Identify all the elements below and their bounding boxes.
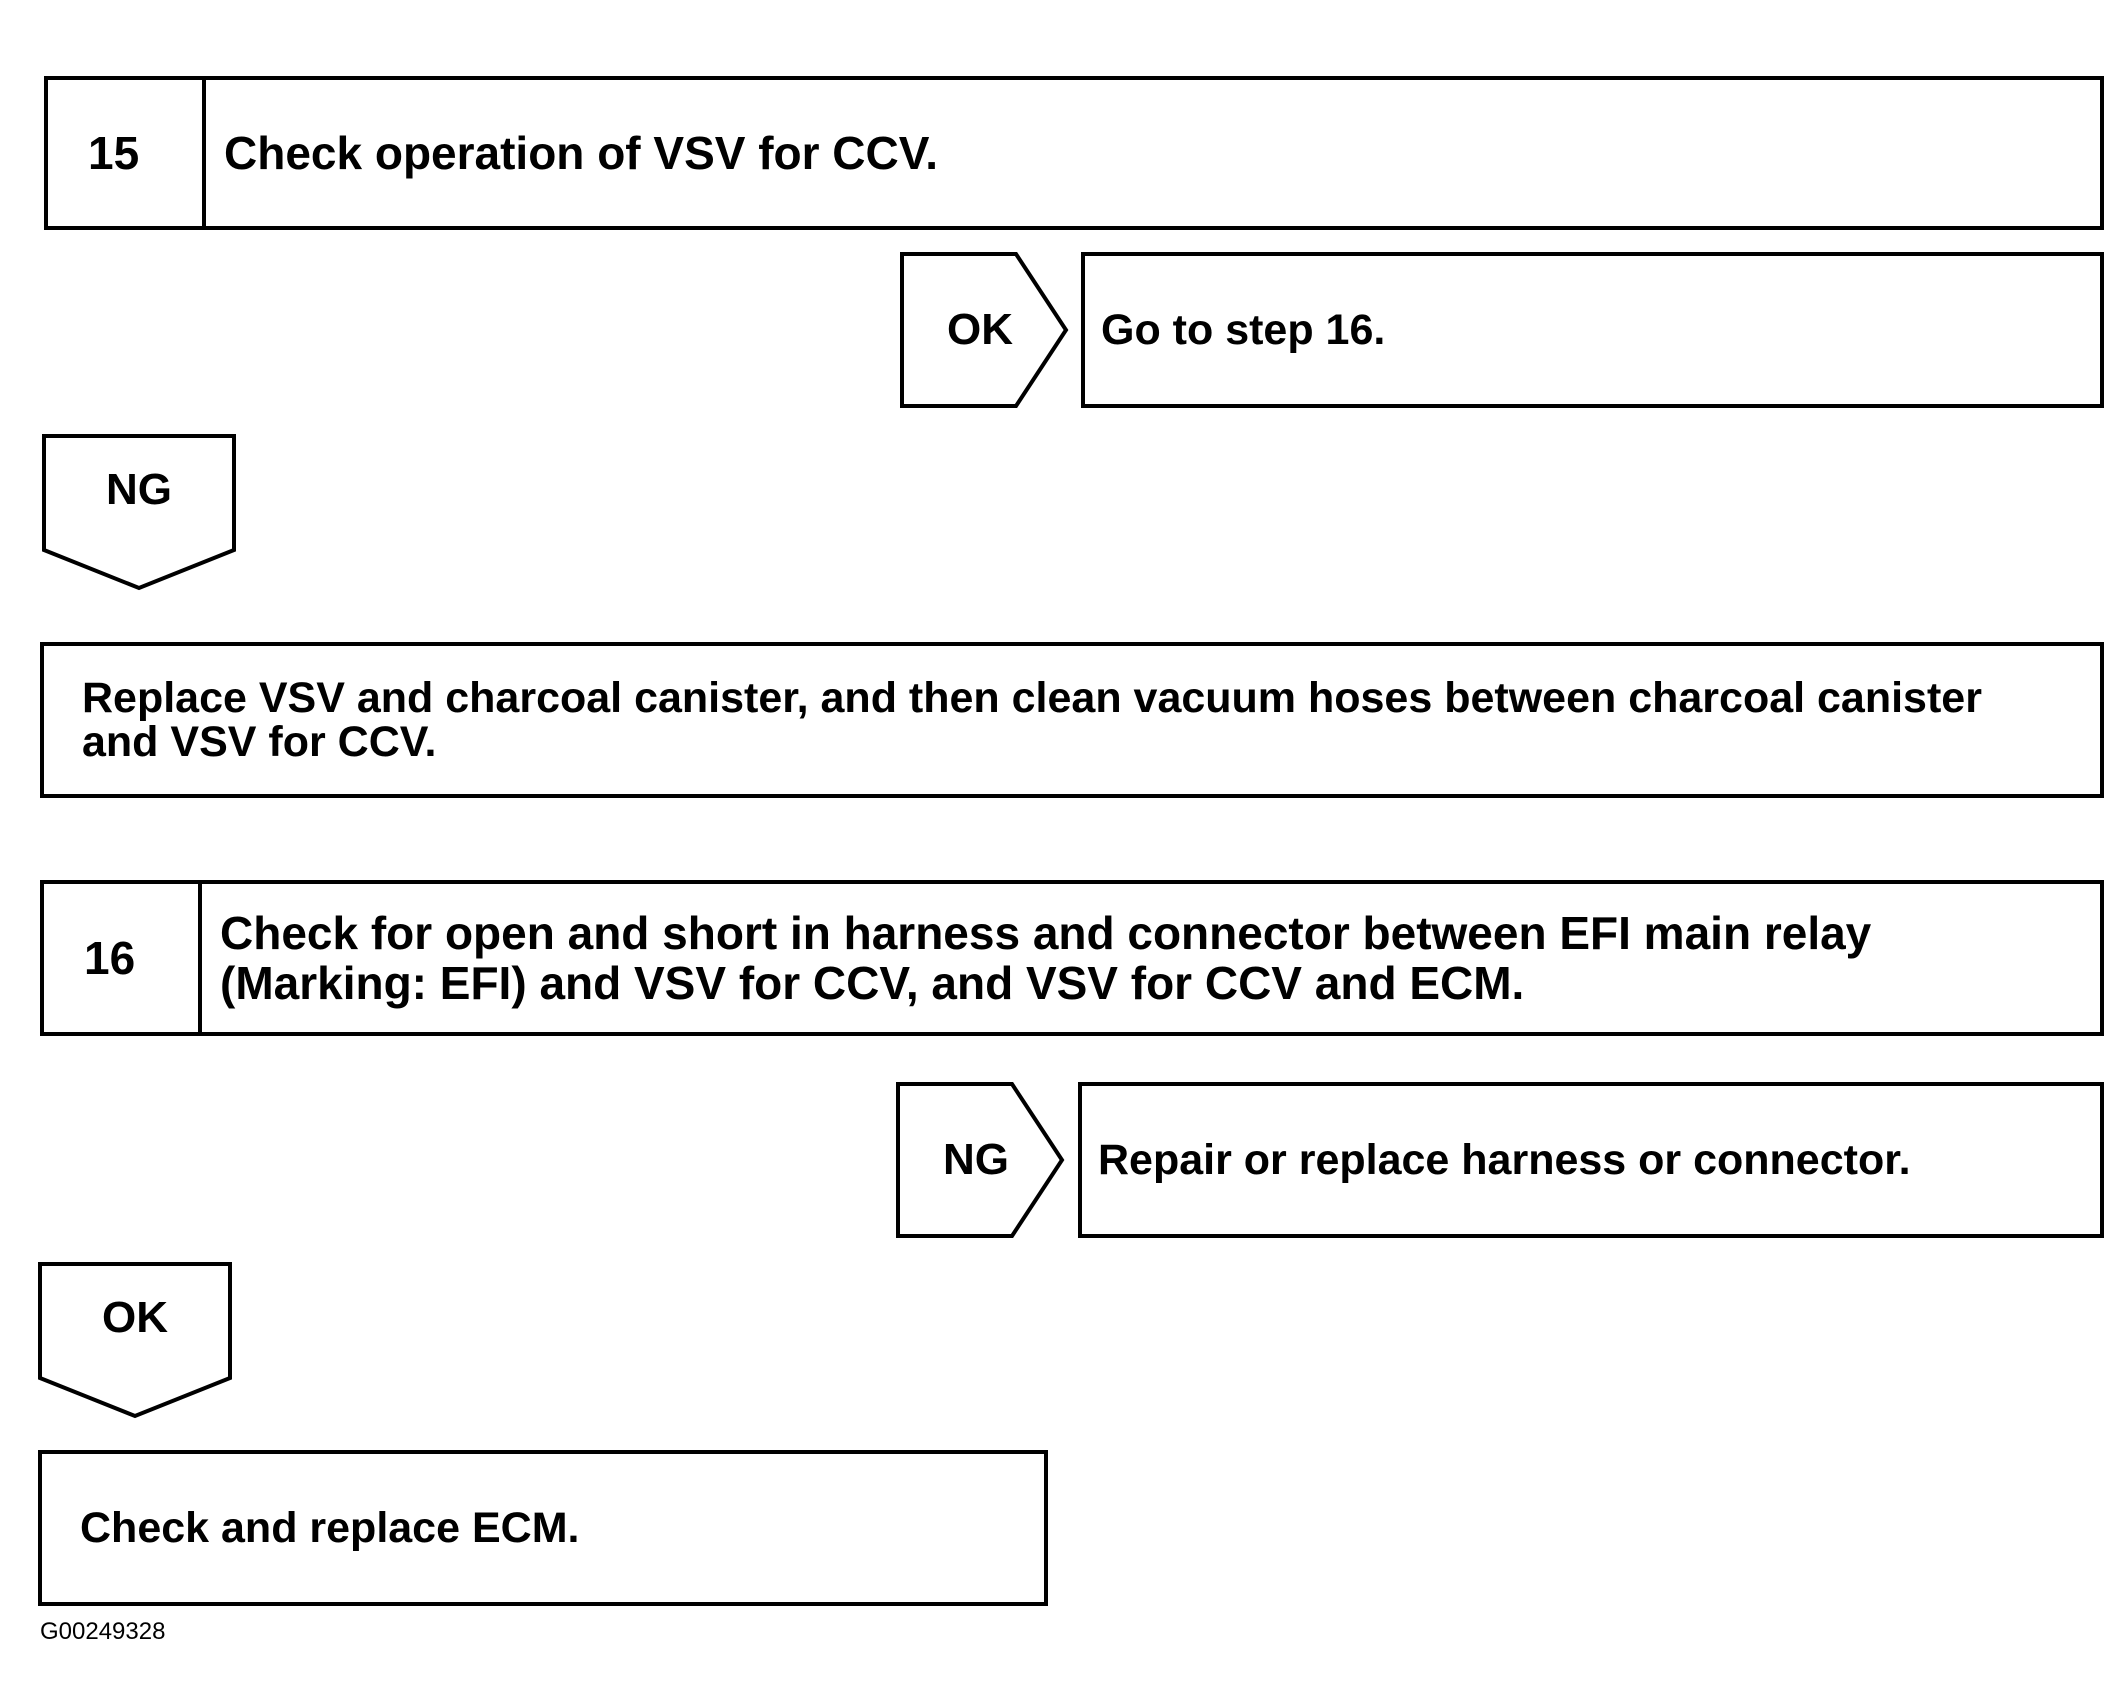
step-16-ng-result: Repair or replace harness or connector. xyxy=(1098,1135,1911,1184)
step-16-ok-action-box: Check and replace ECM. xyxy=(38,1450,1048,1606)
step-15-ng-arrow: NG xyxy=(42,434,236,591)
step-15-ok-arrow: OK xyxy=(900,252,1069,408)
step-16-ng-result-box: Repair or replace harness or connector. xyxy=(1078,1082,2104,1238)
step-16-ok-arrow: OK xyxy=(38,1262,232,1419)
step-16-ng-arrow: NG xyxy=(896,1082,1065,1238)
step-15-ok-result-box: Go to step 16. xyxy=(1081,252,2104,408)
step-15-ng-label: NG xyxy=(106,465,172,514)
step-15-number: 15 xyxy=(48,80,206,226)
step-15-title: Check operation of VSV for CCV. xyxy=(224,127,938,179)
step-15-ok-result: Go to step 16. xyxy=(1101,305,1386,354)
step-16-number: 16 xyxy=(44,884,202,1032)
step-16-ng-label: NG xyxy=(943,1135,1009,1184)
step-16-box: 16 Check for open and short in harness a… xyxy=(40,880,2104,1036)
step-15-ng-action-box: Replace VSV and charcoal canister, and t… xyxy=(40,642,2104,798)
step-15-ok-label: OK xyxy=(947,305,1013,354)
step-16-ok-action: Check and replace ECM. xyxy=(80,1504,580,1552)
step-15-box: 15 Check operation of VSV for CCV. xyxy=(44,76,2104,230)
step-15-ng-action: Replace VSV and charcoal canister, and t… xyxy=(82,674,1982,766)
step-16-ok-label: OK xyxy=(102,1293,168,1342)
step-16-title: Check for open and short in harness and … xyxy=(220,907,1872,1009)
figure-code: G00249328 xyxy=(40,1618,166,1645)
